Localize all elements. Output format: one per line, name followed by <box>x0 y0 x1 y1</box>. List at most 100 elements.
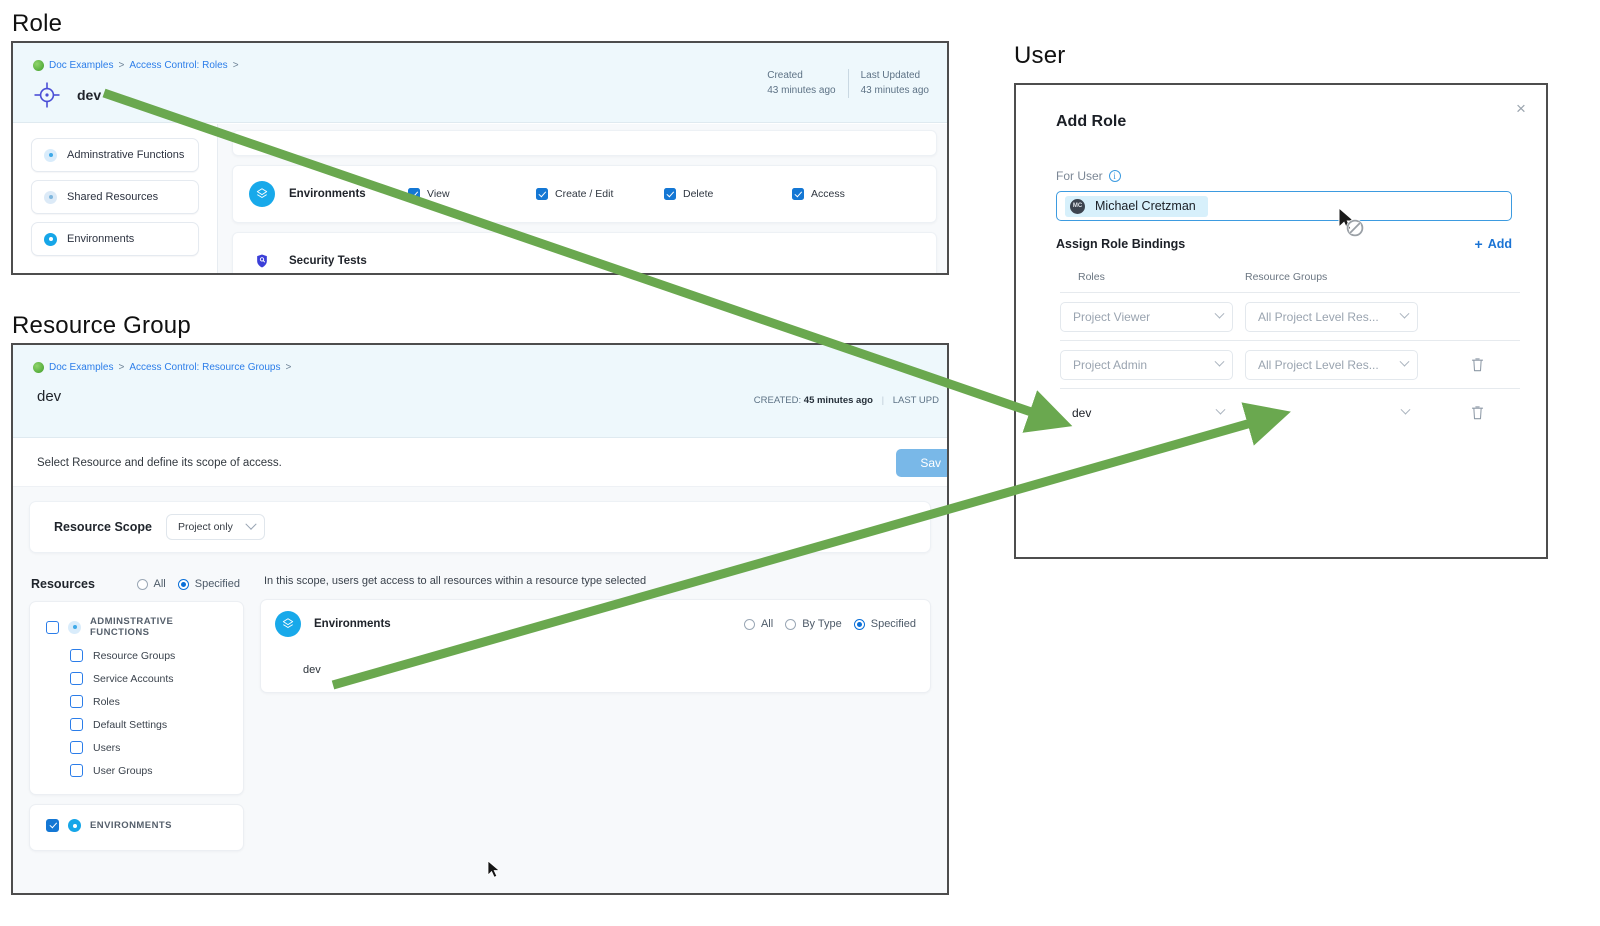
chevron-down-icon <box>1399 356 1410 367</box>
sidebar-item-label: Environments <box>67 233 135 245</box>
breadcrumb[interactable]: Doc Examples > Access Control: Roles > <box>33 60 239 71</box>
permission-create-edit[interactable]: Create / Edit <box>536 188 664 200</box>
permission-delete[interactable]: Delete <box>664 188 792 200</box>
resource-scope-select[interactable]: Project only <box>165 514 265 540</box>
dot-icon-active <box>44 232 57 246</box>
sidebar-item-shared-resources[interactable]: Shared Resources <box>31 180 199 214</box>
resource-group-select[interactable]: All Project Level Res... <box>1245 301 1418 332</box>
breadcrumb-section[interactable]: Access Control: Resource Groups <box>129 362 281 373</box>
role-select[interactable]: dev <box>1060 398 1233 428</box>
list-item[interactable]: Users <box>40 736 233 759</box>
group-name: ENVIRONMENTS <box>90 820 172 831</box>
group-header[interactable]: ADMINSTRATIVE FUNCTIONS <box>40 614 233 644</box>
permission-label: Access <box>811 188 845 200</box>
list-item[interactable]: Resource Groups <box>40 644 233 667</box>
env-option-all[interactable]: All <box>743 618 773 630</box>
role-nav: Adminstrative Functions Shared Resources… <box>13 124 218 273</box>
checkbox-icon[interactable] <box>70 672 83 685</box>
role-header-band: Doc Examples > Access Control: Roles > <box>13 43 947 123</box>
delete-icon[interactable] <box>1470 356 1485 373</box>
dot-icon <box>68 620 81 634</box>
checkbox-icon[interactable] <box>792 188 804 200</box>
delete-icon[interactable] <box>1470 404 1485 421</box>
group-name: ADMINSTRATIVE FUNCTIONS <box>90 616 174 638</box>
resource-group-panel: Doc Examples > Access Control: Resource … <box>11 343 949 895</box>
radio-icon[interactable] <box>136 578 148 590</box>
row-actions <box>1435 404 1520 421</box>
list-item[interactable]: Roles <box>40 690 233 713</box>
sidebar-item-environments[interactable]: Environments <box>31 222 199 256</box>
for-user-input[interactable]: MC Michael Cretzman <box>1056 191 1512 221</box>
permission-access[interactable]: Access <box>792 188 920 200</box>
list-item-label: Default Settings <box>93 718 168 731</box>
checkbox-icon[interactable] <box>46 620 59 634</box>
chevron-down-icon <box>1400 404 1411 415</box>
resource-group-value: dev <box>1257 405 1277 420</box>
checkbox-icon[interactable] <box>408 188 420 200</box>
breadcrumb-trailing: > <box>285 362 292 373</box>
checkbox-icon-checked[interactable] <box>46 819 59 832</box>
resources-column: Resources All Specified <box>29 567 244 860</box>
env-option-specified[interactable]: Specified <box>853 618 916 630</box>
checkbox-icon[interactable] <box>70 649 83 662</box>
radio-icon[interactable] <box>785 618 797 630</box>
breadcrumb[interactable]: Doc Examples > Access Control: Resource … <box>33 362 291 373</box>
list-item[interactable]: dev <box>261 648 930 692</box>
bindings-table: Roles Resource Groups Project Viewer All… <box>1060 271 1520 436</box>
list-item[interactable]: Service Accounts <box>40 667 233 690</box>
chevron-down-icon <box>245 518 257 530</box>
radio-label: By Type <box>802 618 842 630</box>
user-chip[interactable]: MC Michael Cretzman <box>1065 195 1208 217</box>
group-header[interactable]: ENVIRONMENTS <box>40 817 233 838</box>
breadcrumb-project[interactable]: Doc Examples <box>49 362 114 373</box>
meta-updated-value: 43 minutes ago <box>860 84 929 96</box>
role-panel: Doc Examples > Access Control: Roles > <box>11 41 949 275</box>
role-select[interactable]: Project Viewer <box>1060 301 1233 332</box>
radio-label: All <box>153 578 166 590</box>
sidebar-item-administrative-functions[interactable]: Adminstrative Functions <box>31 138 199 172</box>
close-icon[interactable]: × <box>1516 98 1526 118</box>
resources-option-specified[interactable]: Specified <box>177 578 240 590</box>
role-select[interactable]: Project Admin <box>1060 349 1233 380</box>
resource-group-select[interactable]: All Project Level Res... <box>1245 349 1418 380</box>
environments-scope-name: Environments <box>314 618 391 630</box>
checkbox-icon[interactable] <box>70 764 83 777</box>
list-item-label: Service Accounts <box>93 672 174 685</box>
table-row: Environments View Create / Edit <box>233 166 936 222</box>
add-binding-button[interactable]: + Add <box>1475 237 1513 251</box>
resource-group-select[interactable]: dev <box>1245 398 1418 428</box>
for-user-label: For User <box>1056 169 1103 183</box>
checkbox-icon[interactable] <box>70 741 83 754</box>
permission-view[interactable]: View <box>408 188 536 200</box>
chevron-down-icon <box>1399 308 1410 319</box>
table-row: Project Viewer All Project Level Res... <box>1060 292 1520 340</box>
radio-label: Specified <box>194 578 240 590</box>
page-title: dev <box>37 388 62 405</box>
breadcrumb-project[interactable]: Doc Examples <box>49 60 114 71</box>
radio-icon-selected[interactable] <box>177 578 189 590</box>
list-item[interactable]: User Groups <box>40 759 233 782</box>
env-option-by-type[interactable]: By Type <box>785 618 842 630</box>
checkbox-icon[interactable] <box>664 188 676 200</box>
list-item-label: User Groups <box>93 764 153 777</box>
table-row: Project Admin All Project Level Res... <box>1060 340 1520 388</box>
list-item[interactable]: Default Settings <box>40 713 233 736</box>
target-icon <box>33 81 61 109</box>
checkbox-icon[interactable] <box>70 695 83 708</box>
bindings-header: Assign Role Bindings + Add <box>1056 237 1512 251</box>
save-button[interactable]: Sav <box>896 449 947 477</box>
radio-icon-selected[interactable] <box>853 618 865 630</box>
sidebar-item-label: Adminstrative Functions <box>67 149 185 161</box>
info-icon[interactable]: i <box>1108 170 1121 182</box>
radio-icon[interactable] <box>743 618 755 630</box>
checkbox-icon[interactable] <box>70 718 83 731</box>
list-item-label: Resource Groups <box>93 649 176 662</box>
checkbox-icon[interactable] <box>536 188 548 200</box>
add-binding-label: Add <box>1487 237 1512 251</box>
role-body: Adminstrative Functions Shared Resources… <box>13 124 947 273</box>
permission-card-environments: Environments View Create / Edit <box>232 165 937 223</box>
resources-header: Resources All Specified <box>29 567 244 601</box>
breadcrumb-section[interactable]: Access Control: Roles <box>129 60 228 71</box>
resources-option-all[interactable]: All <box>136 578 166 590</box>
